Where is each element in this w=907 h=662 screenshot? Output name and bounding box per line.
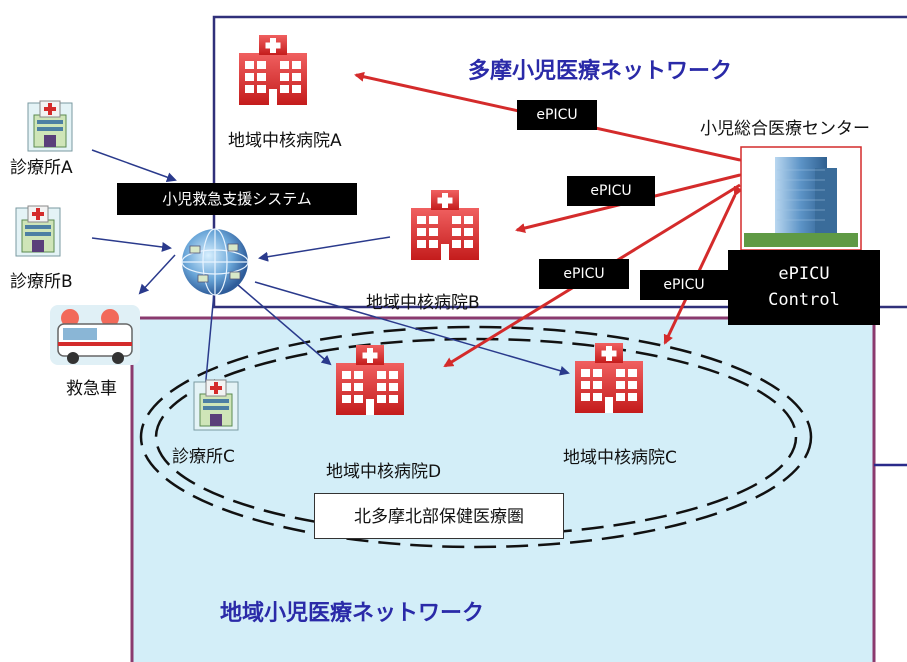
- center-label: 小児総合医療センター: [700, 119, 870, 139]
- arrow-clinicC-system: [204, 280, 220, 391]
- clinic-b-icon: [15, 205, 61, 257]
- epicu-tag-hospital-c: ePICU: [640, 270, 728, 300]
- epicu-tag-hospital-d: ePICU: [539, 259, 629, 289]
- clinic-a-icon: [27, 100, 73, 152]
- hospital-a-label: 地域中核病院A: [228, 131, 342, 151]
- hospital-d-label: 地域中核病院D: [326, 462, 442, 482]
- center-building-icon: [740, 146, 862, 251]
- arrow-clinicA-system: [91, 149, 177, 182]
- clinic-a-label: 診療所A: [10, 158, 73, 178]
- epicu-control-line2: Control: [768, 290, 840, 310]
- arrow-system-ambulance: [138, 254, 176, 295]
- arrow-epicu-hospitalC: [663, 185, 743, 345]
- clinic-c-icon: [193, 379, 239, 431]
- tama-network-frame: [212, 15, 907, 309]
- hospital-b-icon: [411, 190, 479, 260]
- epicu-control-line1: ePICU: [778, 264, 830, 284]
- clinic-c-label: 診療所C: [172, 447, 235, 467]
- arrow-clinicB-system: [91, 237, 172, 252]
- hospital-c-label: 地域中核病院C: [563, 448, 677, 468]
- region-label: 北多摩北部保健医療圏: [314, 493, 564, 539]
- ambulance-label: 救急車: [66, 379, 117, 399]
- arrow-hospitalB-system: [258, 236, 391, 262]
- ambulance-icon: [50, 305, 140, 365]
- hospital-a-icon: [239, 35, 307, 105]
- globe-icon: [181, 228, 249, 296]
- region-ellipse-outer: [139, 325, 813, 549]
- epicu-control-box: ePICU Control: [728, 250, 880, 325]
- hospital-b-label: 地域中核病院B: [366, 293, 480, 313]
- epicu-tag-hospital-b: ePICU: [567, 176, 655, 206]
- arrow-system-hospitalD: [237, 284, 332, 366]
- regional-network-area: [130, 316, 876, 662]
- tama-network-title: 多摩小児医療ネットワーク: [468, 59, 733, 84]
- regional-network-title: 地域小児医療ネットワーク: [220, 601, 485, 626]
- arrow-system-hospitalC: [254, 281, 570, 376]
- epicu-tag-hospital-a: ePICU: [517, 100, 597, 130]
- region-ellipse-inner: [154, 337, 798, 537]
- clinic-b-label: 診療所B: [10, 272, 73, 292]
- support-system-label: 小児救急支援システム: [117, 183, 357, 215]
